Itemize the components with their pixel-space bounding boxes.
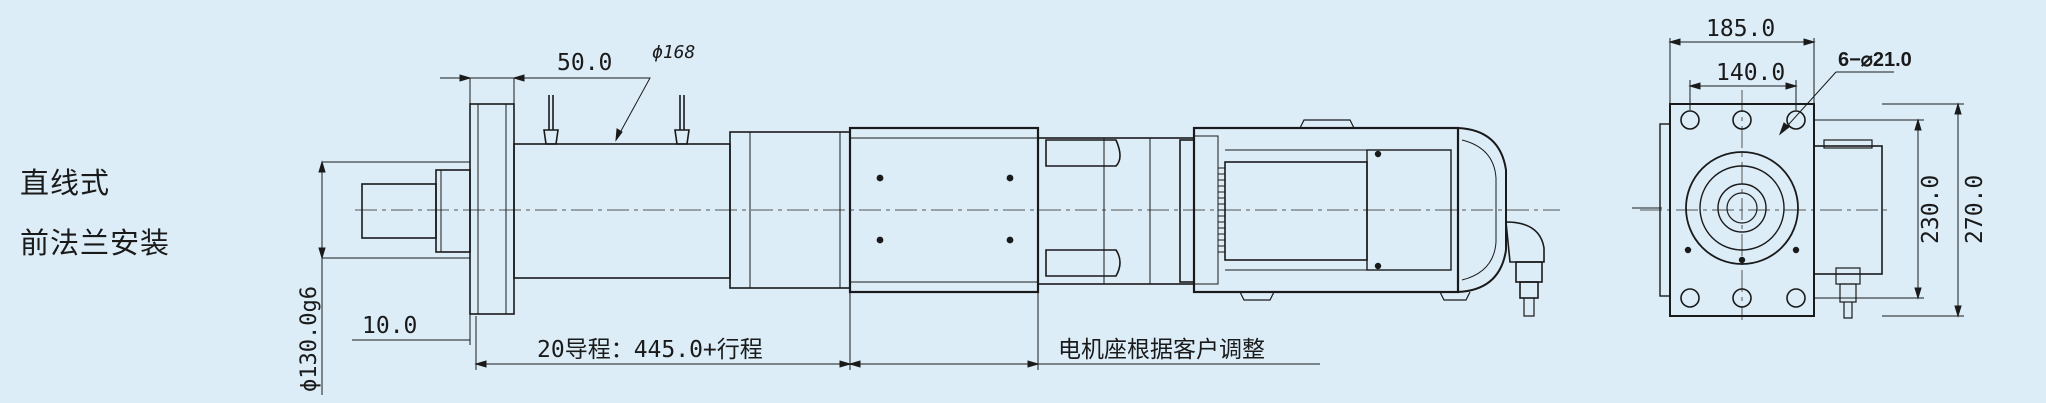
sensor-pin-right	[674, 95, 690, 145]
side-dimension-lines	[318, 74, 1320, 395]
mounting-type-line1: 直线式	[20, 166, 111, 200]
cooling-fins	[1218, 167, 1225, 253]
sensor-pin-left	[543, 95, 559, 145]
dim-shaft-length: 10.0	[362, 313, 417, 339]
cable-connector	[1505, 221, 1545, 317]
coupling-housing	[1037, 137, 1195, 285]
dim-width-inner: 140.0	[1716, 60, 1785, 86]
dim-width-outer: 185.0	[1706, 16, 1775, 42]
end-dimension-lines	[1668, 38, 1964, 318]
end-center-boss	[1685, 151, 1799, 265]
mounting-holes	[1680, 110, 1806, 308]
shaft-end	[361, 183, 437, 239]
dim-height-outer: 270.0	[1962, 175, 1988, 244]
dim-holes: 6−⌀21.0	[1838, 49, 1912, 71]
dim-flange-offset: 50.0	[557, 50, 612, 76]
mounting-type-line2: 前法兰安装	[20, 226, 171, 260]
front-flange	[469, 103, 515, 315]
motor-end-cap	[1457, 127, 1507, 293]
end-motor-profile	[1813, 145, 1883, 275]
dim-outer-diameter: ϕ168	[652, 42, 695, 63]
dim-shaft-diameter: ϕ130.0g6	[297, 286, 322, 392]
dim-motor-seat-note: 电机座根据客户调整	[1058, 337, 1265, 363]
dim-stroke-length: 20导程：445.0+行程	[537, 337, 763, 363]
dim-height-inner: 230.0	[1918, 175, 1944, 244]
actuator-tube	[513, 143, 731, 279]
